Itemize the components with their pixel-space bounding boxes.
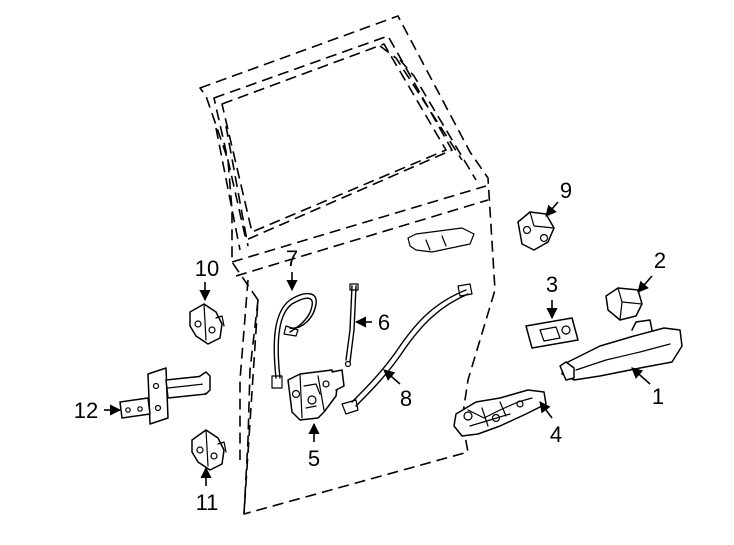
cable-7-part — [271, 293, 317, 389]
lock-rod-part — [344, 283, 359, 368]
striker-part — [517, 211, 555, 251]
callout-10: 10 — [195, 256, 219, 281]
callout-11: 11 — [196, 490, 219, 515]
callout-8: 8 — [400, 386, 412, 411]
outside-handle-part — [559, 319, 683, 381]
callout-12: 12 — [74, 398, 98, 423]
door-handle-recess — [407, 227, 475, 253]
leader-9 — [545, 201, 559, 217]
callout-6: 6 — [378, 310, 390, 335]
door-latch-part — [287, 369, 345, 421]
callout-7: 7 — [286, 246, 298, 271]
callout-labels: 1 2 3 4 5 6 7 8 9 10 11 12 — [74, 178, 666, 515]
leader-8 — [383, 369, 401, 385]
handle-carrier-part — [453, 389, 547, 437]
callout-9: 9 — [560, 178, 572, 203]
callout-2: 2 — [654, 248, 666, 273]
upper-hinge-part — [189, 303, 225, 345]
lower-hinge-part — [191, 429, 227, 471]
rear-door-outline — [199, 15, 496, 515]
callout-1: 1 — [652, 384, 664, 409]
handle-gasket-part — [525, 317, 579, 349]
leader-lines — [104, 201, 653, 486]
callout-4: 4 — [550, 422, 562, 447]
door-check-part — [119, 367, 211, 425]
callout-3: 3 — [546, 272, 558, 297]
leader-1 — [631, 367, 651, 385]
leader-4 — [539, 401, 553, 419]
cable-8-part — [341, 283, 473, 415]
callout-5: 5 — [308, 446, 320, 471]
leader-2 — [637, 275, 653, 293]
handle-cap-part — [605, 287, 643, 321]
